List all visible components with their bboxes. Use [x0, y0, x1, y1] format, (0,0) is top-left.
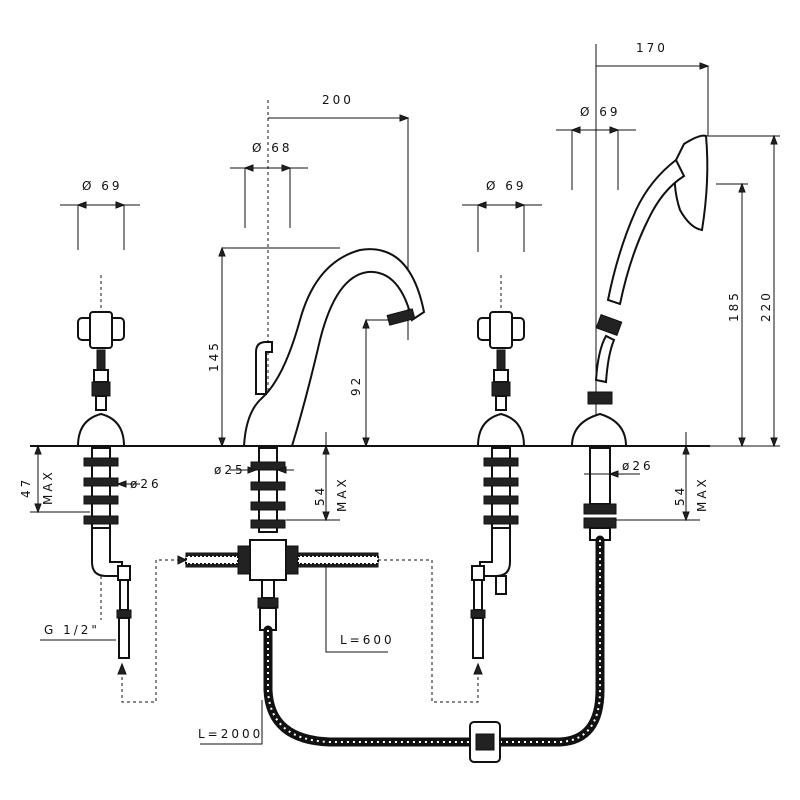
- shower-diameter: Ø 69: [580, 105, 621, 119]
- center-shank-diameter: ø25: [214, 463, 246, 477]
- shower-height-220: 220: [759, 290, 773, 322]
- shower-reach: 170: [636, 41, 668, 55]
- spout-outlet-height: 92: [349, 375, 363, 396]
- right-deck-dimension: 54 MAX: [616, 432, 709, 522]
- right-valve-diameter: Ø 69: [486, 179, 527, 193]
- spout-reach: 200: [322, 93, 354, 107]
- shower-height-185: 185: [727, 290, 741, 322]
- right-valve: [462, 201, 542, 659]
- spout-diameter: Ø 68: [252, 141, 293, 155]
- center-deck-dimension: 54 MAX: [286, 432, 349, 522]
- hand-shower: [556, 44, 780, 541]
- long-hose-length: L=2000: [198, 727, 263, 741]
- right-shank-diameter: ø26: [622, 459, 654, 473]
- short-hose-length: L=600: [340, 633, 395, 647]
- right-deck-max-label: MAX: [695, 476, 709, 512]
- hot-connection: [121, 559, 186, 703]
- spout: [185, 100, 426, 631]
- left-valve-diameter: Ø 69: [82, 179, 123, 193]
- center-deck-max-label: MAX: [335, 476, 349, 512]
- left-shank-diameter: ø26: [130, 477, 162, 491]
- thread-size: G 1/2": [44, 623, 100, 637]
- center-deck-max-value: 54: [313, 485, 327, 506]
- spout-height: 145: [207, 340, 221, 372]
- long-hose-right: [495, 535, 605, 747]
- left-valve: [40, 201, 140, 659]
- left-deck-max-value: 47: [19, 477, 33, 498]
- left-deck-dimension: 47 MAX: [19, 444, 90, 514]
- right-deck-max-value: 54: [673, 485, 687, 506]
- cold-connection: [378, 559, 479, 703]
- left-deck-max-label: MAX: [41, 469, 55, 505]
